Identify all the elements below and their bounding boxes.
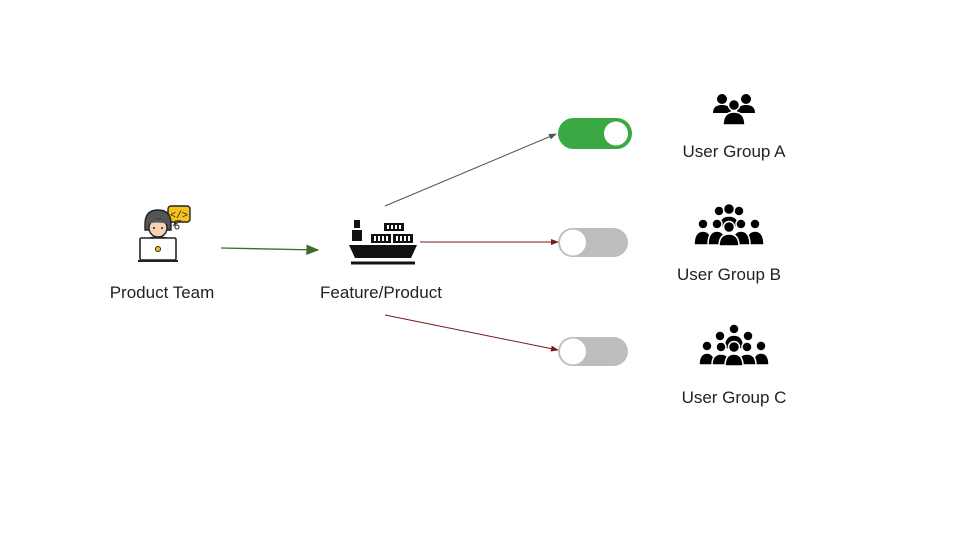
cargo-ship-icon <box>347 216 419 268</box>
toggle-switch-off[interactable] <box>557 336 629 367</box>
feature-product-label: Feature/Product <box>320 283 442 302</box>
medium-group-icon <box>693 203 765 247</box>
user-group-a-label: User Group A <box>682 142 786 161</box>
toggle-switch-off[interactable] <box>557 227 629 258</box>
svg-text:</>: </> <box>170 210 188 222</box>
large-group-icon <box>698 323 770 367</box>
developer-laptop-icon: </> <box>136 204 194 264</box>
product-team-label: Product Team <box>109 283 215 302</box>
arrow-team-to-feature <box>220 244 320 255</box>
arrow-to-group-c <box>384 314 559 352</box>
arrow-to-group-a <box>384 133 557 207</box>
toggle-switch-on[interactable] <box>557 117 633 150</box>
user-group-c-label: User Group C <box>681 388 787 407</box>
small-group-icon <box>711 91 757 127</box>
user-group-b-label: User Group B <box>677 265 781 284</box>
